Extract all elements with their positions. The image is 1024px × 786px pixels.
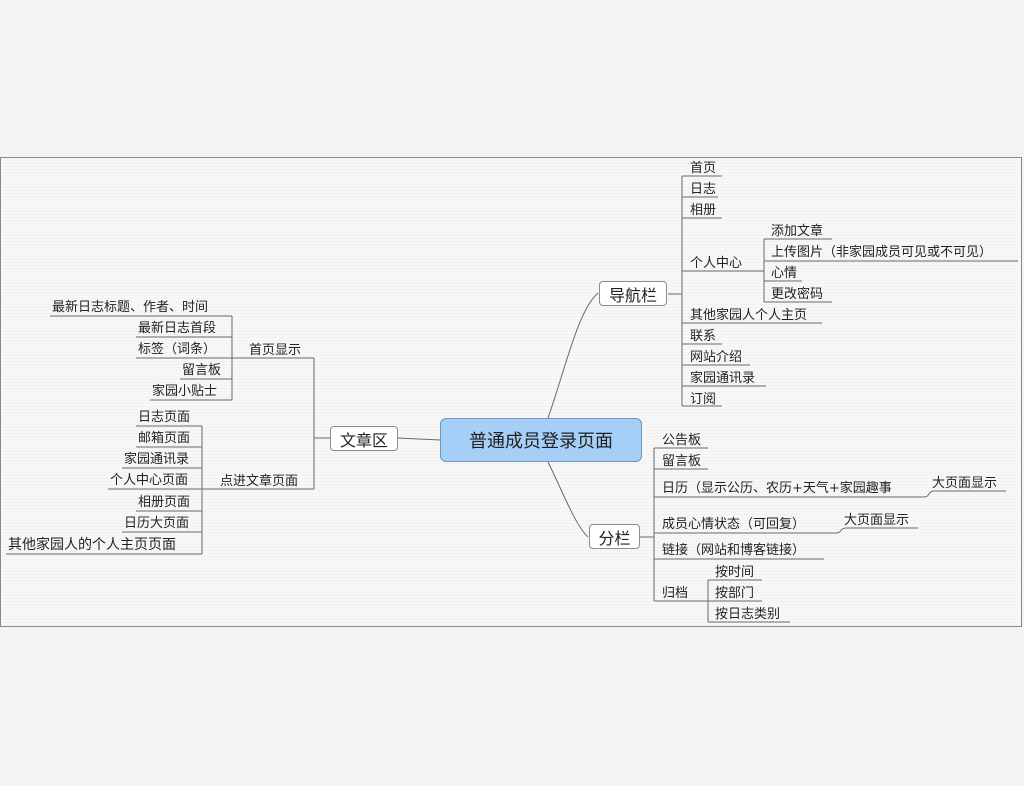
click-album-page[interactable]: 相册页面 [138, 495, 191, 510]
home-tips[interactable]: 家园小贴士 [152, 384, 218, 399]
archive-by-category[interactable]: 按日志类别 [715, 607, 781, 622]
articles-click-into[interactable]: 点进文章页面 [220, 474, 299, 489]
col-item-bulletin[interactable]: 公告板 [662, 433, 702, 448]
col-item-calendar[interactable]: 日历（显示公历、农历+天气+家园趣事 [662, 481, 892, 496]
click-directory[interactable]: 家园通讯录 [124, 452, 190, 467]
archive-by-time[interactable]: 按时间 [715, 565, 755, 580]
nav-item-others-homepage[interactable]: 其他家园人个人主页 [690, 308, 808, 323]
home-latest-first-para[interactable]: 最新日志首段 [138, 321, 217, 336]
branch-articles[interactable]: 文章区 [330, 426, 398, 451]
nav-item-directory[interactable]: 家园通讯录 [690, 371, 756, 386]
click-others-homepage[interactable]: 其他家园人的个人主页页面 [8, 537, 176, 553]
nav-item-contact[interactable]: 联系 [690, 329, 717, 344]
personal-upload-image[interactable]: 上传图片（非家园成员可见或不可见） [771, 245, 993, 260]
home-guestbook[interactable]: 留言板 [182, 363, 222, 378]
personal-mood[interactable]: 心情 [771, 266, 798, 281]
archive-by-department[interactable]: 按部门 [715, 586, 755, 601]
col-item-archive[interactable]: 归档 [662, 586, 689, 601]
nav-item-site-intro[interactable]: 网站介绍 [690, 350, 743, 365]
home-latest-title[interactable]: 最新日志标题、作者、时间 [52, 300, 209, 315]
personal-change-password[interactable]: 更改密码 [771, 287, 824, 302]
branch-columns[interactable]: 分栏 [589, 524, 640, 549]
branch-nav[interactable]: 导航栏 [599, 281, 667, 306]
click-journal-page[interactable]: 日志页面 [138, 410, 191, 425]
calendar-large-page[interactable]: 大页面显示 [932, 476, 998, 491]
root-topic[interactable]: 普通成员登录页面 [440, 418, 642, 462]
personal-add-article[interactable]: 添加文章 [771, 224, 824, 239]
nav-item-home[interactable]: 首页 [690, 161, 717, 176]
click-mailbox-page[interactable]: 邮箱页面 [138, 431, 191, 446]
nav-item-personal-center[interactable]: 个人中心 [690, 256, 743, 271]
click-personal-center-page[interactable]: 个人中心页面 [110, 473, 189, 488]
articles-home-display[interactable]: 首页显示 [249, 343, 302, 358]
col-item-member-mood[interactable]: 成员心情状态（可回复） [662, 517, 806, 532]
home-tags[interactable]: 标签（词条） [138, 342, 217, 357]
nav-item-journal[interactable]: 日志 [690, 182, 717, 197]
col-item-guestbook[interactable]: 留言板 [662, 454, 702, 469]
mindmap-canvas [0, 157, 1022, 627]
mood-large-page[interactable]: 大页面显示 [844, 513, 910, 528]
col-item-links[interactable]: 链接（网站和博客链接） [662, 543, 806, 558]
click-calendar-page[interactable]: 日历大页面 [124, 516, 190, 531]
nav-item-subscribe[interactable]: 订阅 [690, 392, 717, 407]
nav-item-album[interactable]: 相册 [690, 203, 717, 218]
